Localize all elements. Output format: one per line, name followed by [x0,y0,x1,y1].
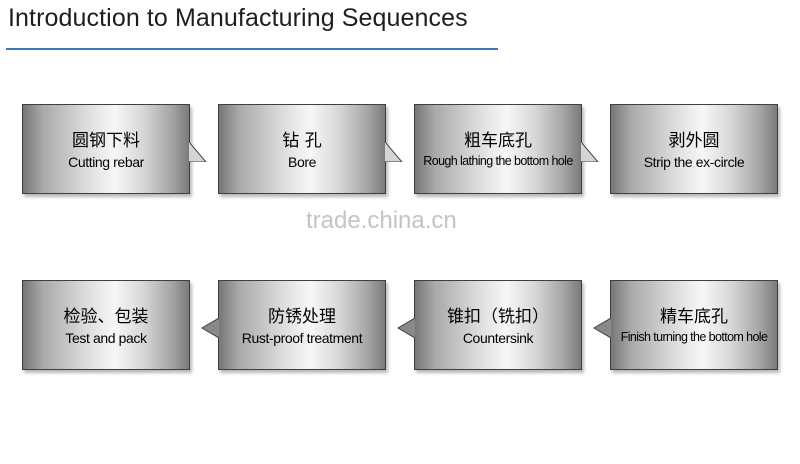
step-box [218,104,386,194]
watermark: trade.china.cn [306,207,457,234]
step-chinese-label: 精车底孔 [660,307,728,327]
step-english-label: Cutting rebar [68,154,144,170]
step-box [414,280,582,370]
step-english-label: Bore [288,154,316,170]
step-chinese-label: 防锈处理 [268,307,336,327]
step-chinese-label: 剥外圆 [668,131,720,151]
step-rust-proof: 防锈处理 Rust-proof treatment [201,280,386,370]
step-english-label: Rough lathing the bottom hole [423,154,573,168]
step-bore: 钻 孔 Bore [218,104,403,194]
arrow-right-icon [385,142,403,162]
title-underline [6,48,498,50]
step-box [610,280,778,370]
step-strip-ex-circle: 剥外圆 Strip the ex-circle [610,104,778,194]
arrow-left-icon [397,318,415,338]
step-english-label: Rust-proof treatment [241,330,363,346]
step-chinese-label: 检验、包装 [63,307,149,327]
arrow-right-icon [581,142,599,162]
step-chinese-label: 粗车底孔 [464,131,532,151]
step-finish-turning: 精车底孔 Finish turning the bottom hole [593,280,778,370]
step-box [414,104,582,194]
step-box [610,104,778,194]
step-box [22,104,190,194]
arrow-right-icon [189,142,207,162]
step-rough-lathing: 粗车底孔 Rough lathing the bottom hole [414,104,599,194]
step-box [22,280,190,370]
step-chinese-label: 钻 孔 [282,131,322,151]
step-english-label: Strip the ex-circle [643,154,745,170]
step-cutting-rebar: 圆钢下料 Cutting rebar [22,104,207,194]
step-test-and-pack: 检验、包装 Test and pack [22,280,190,370]
step-english-label: Finish turning the bottom hole [620,330,768,344]
step-chinese-label: 锥扣（铣扣） [447,307,549,327]
step-english-label: Countersink [462,330,534,346]
page-title: Introduction to Manufacturing Sequences [8,4,468,32]
step-countersink: 锥扣（铣扣） Countersink [397,280,582,370]
arrow-left-icon [201,318,219,338]
step-chinese-label: 圆钢下料 [72,131,140,151]
arrow-left-icon [593,318,611,338]
step-english-label: Test and pack [65,330,147,346]
